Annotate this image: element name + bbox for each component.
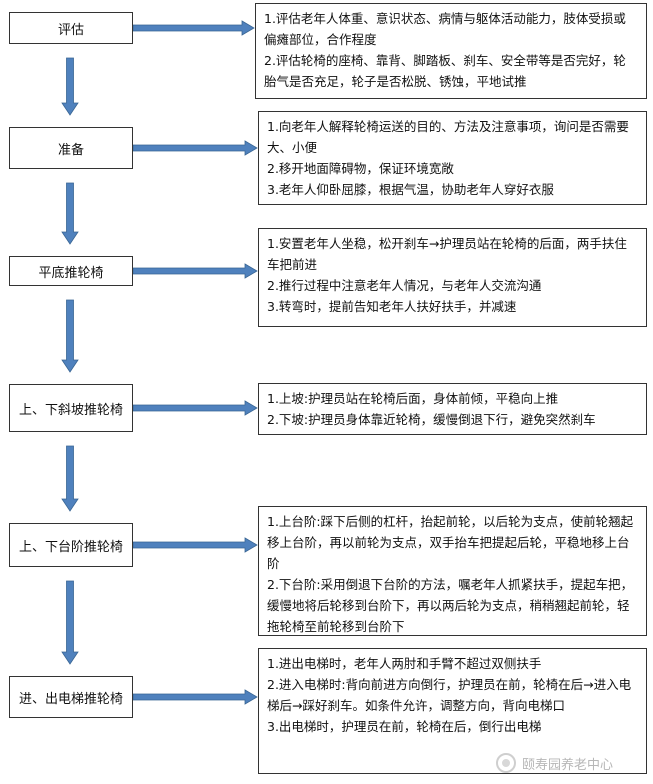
detail-line: 3.出电梯时，护理员在前，轮椅在后，倒行出电梯 xyxy=(267,719,542,734)
detail-box-prepare: 1.向老年人解释轮椅运送的目的、方法及注意事项，询问是否需要大、小便 2.移开地… xyxy=(258,111,647,205)
detail-line: 2.下台阶:采用倒退下台阶的方法，嘱老年人抓紧扶手，提起车把，缓慢地将后轮移到台… xyxy=(267,577,634,634)
detail-line: 1.上台阶:踩下后侧的杠杆，抬起前轮，以后轮为支点，使前轮翘起移上台阶，再以前轮… xyxy=(267,514,634,571)
horizontal-arrow-1 xyxy=(132,140,258,156)
detail-line: 3.老年人仰卧屈膝，根据气温，协助老年人穿好衣服 xyxy=(267,182,554,197)
step-label: 上、下台阶推轮椅 xyxy=(18,539,123,555)
detail-box-assess: 1.评估老年人体重、意识状态、病情与躯体活动能力，肢体受损或偏瘫部位，合作程度 … xyxy=(255,3,647,99)
detail-line: 1.上坡:护理员站在轮椅后面，身体前倾，平稳向上推 xyxy=(267,391,559,406)
detail-line: 2.移开地面障碍物，保证环境宽敞 xyxy=(267,161,454,176)
detail-box-flat-push: 1.安置老年人坐稳，松开刹车→护理员站在轮椅的后面，两手扶住车把前进 2.推行过… xyxy=(258,228,647,327)
horizontal-arrow-2 xyxy=(132,263,258,279)
step-box-flat-push: 平底推轮椅 xyxy=(9,256,133,286)
watermark: 颐寿园养老中心 xyxy=(496,750,646,776)
detail-box-stairs-push: 1.上台阶:踩下后侧的杠杆，抬起前轮，以后轮为支点，使前轮翘起移上台阶，再以前轮… xyxy=(258,506,647,636)
wechat-icon xyxy=(496,753,516,773)
detail-box-slope-push: 1.上坡:护理员站在轮椅后面，身体前倾，平稳向上推 2.下坡:护理员身体靠近轮椅… xyxy=(258,383,647,435)
horizontal-arrow-0 xyxy=(132,20,255,36)
step-label: 准备 xyxy=(57,142,84,158)
horizontal-arrow-4 xyxy=(132,537,258,553)
detail-line: 2.进入电梯时:背向前进方向倒行，护理员在前，轮椅在后→进入电梯后→踩好刹车。如… xyxy=(267,677,632,713)
vertical-arrow-3 xyxy=(61,445,79,512)
step-label: 进、出电梯推轮椅 xyxy=(18,691,123,707)
detail-line: 1.向老年人解释轮椅运送的目的、方法及注意事项，询问是否需要大、小便 xyxy=(267,119,629,155)
vertical-arrow-4 xyxy=(61,580,79,665)
vertical-arrow-2 xyxy=(61,299,79,373)
step-box-stairs-push: 上、下台阶推轮椅 xyxy=(9,523,133,567)
detail-line: 2.推行过程中注意老年人情况，与老年人交流沟通 xyxy=(267,278,542,293)
step-label: 评估 xyxy=(57,22,84,38)
step-box-slope-push: 上、下斜坡推轮椅 xyxy=(9,384,133,432)
watermark-text: 颐寿园养老中心 xyxy=(522,757,614,773)
detail-line: 1.进出电梯时，老年人两肘和手臂不超过双侧扶手 xyxy=(267,656,542,671)
step-box-elevator-push: 进、出电梯推轮椅 xyxy=(9,676,133,718)
detail-line: 1.安置老年人坐稳，松开刹车→护理员站在轮椅的后面，两手扶住车把前进 xyxy=(267,236,627,272)
vertical-arrow-1 xyxy=(61,182,79,245)
horizontal-arrow-5 xyxy=(132,689,258,705)
step-label: 平底推轮椅 xyxy=(38,265,104,281)
detail-line: 3.转弯时，提前告知老年人扶好扶手，并减速 xyxy=(267,299,517,314)
step-box-assess: 评估 xyxy=(9,12,133,44)
vertical-arrow-0 xyxy=(61,57,79,116)
detail-line: 2.下坡:护理员身体靠近轮椅，缓慢倒退下行，避免突然刹车 xyxy=(267,412,596,427)
detail-line: 1.评估老年人体重、意识状态、病情与躯体活动能力，肢体受损或偏瘫部位，合作程度 xyxy=(264,11,626,47)
step-box-prepare: 准备 xyxy=(9,127,133,169)
detail-line: 2.评估轮椅的座椅、靠背、脚踏板、刹车、安全带等是否完好，轮胎气是否充足，轮子是… xyxy=(264,53,626,89)
detail-box-elevator-push: 1.进出电梯时，老年人两肘和手臂不超过双侧扶手 2.进入电梯时:背向前进方向倒行… xyxy=(258,648,647,774)
step-label: 上、下斜坡推轮椅 xyxy=(18,402,123,418)
horizontal-arrow-3 xyxy=(132,400,258,416)
